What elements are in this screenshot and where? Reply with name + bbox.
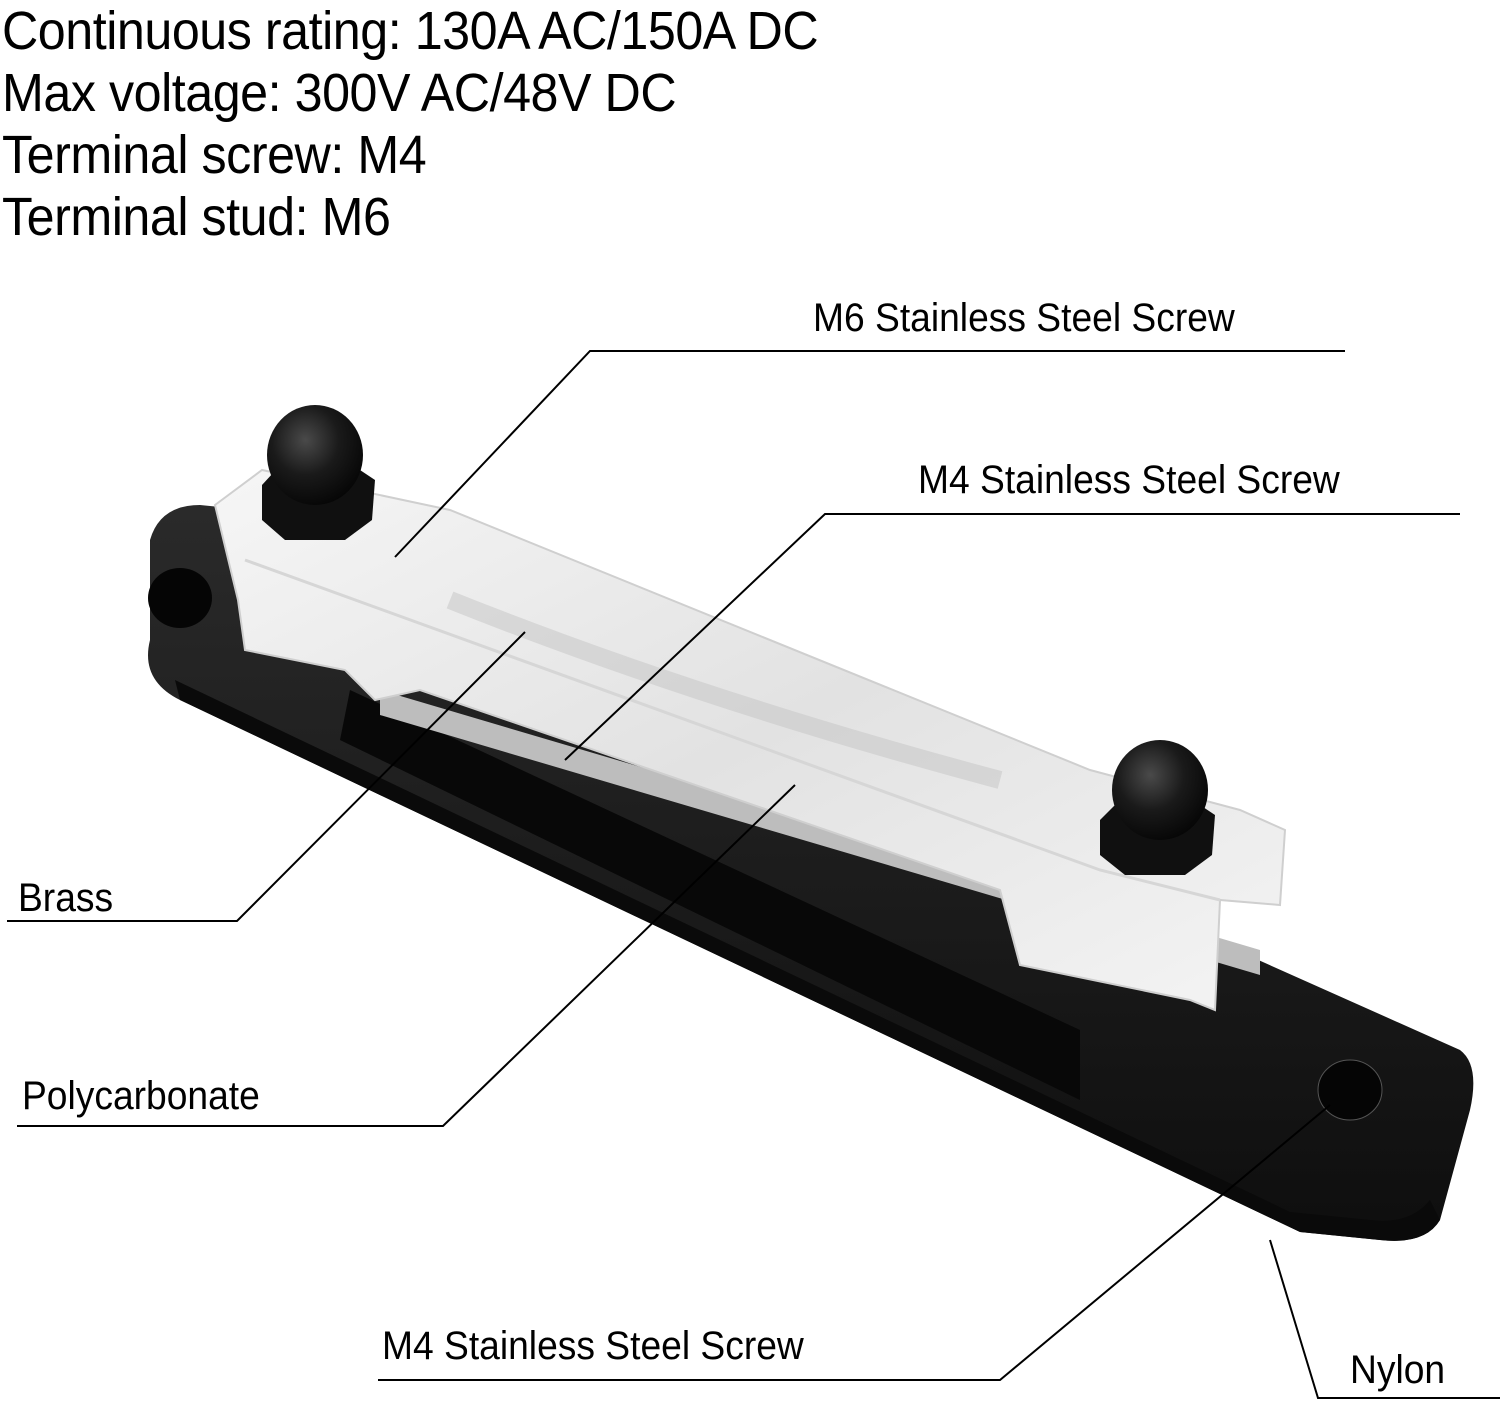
spec-max-voltage: Max voltage: 300V AC/48V DC <box>2 63 677 123</box>
callout-m4-screw-bottom: M4 Stainless Steel Screw <box>382 1324 804 1368</box>
callout-brass: Brass <box>18 876 114 920</box>
leader-m4-screw-bottom <box>378 1104 1331 1381</box>
leader-m6-screw <box>394 350 1345 558</box>
mount-hole-right <box>1317 1059 1383 1121</box>
polycarbonate-cover <box>213 468 1287 1012</box>
leader-polycarbonate <box>17 784 796 1127</box>
leader-lines <box>7 350 1500 1399</box>
spec-continuous-rating: Continuous rating: 130A AC/150A DC <box>2 1 819 61</box>
spec-terminal-stud: Terminal stud: M6 <box>2 187 391 247</box>
leader-nylon <box>1269 1239 1500 1399</box>
callout-m6-screw: M6 Stainless Steel Screw <box>813 296 1235 340</box>
specifications: Continuous rating: 130A AC/150A DC Max v… <box>2 0 880 248</box>
cap-nut-left <box>262 405 375 540</box>
cap-nut-right <box>1100 740 1215 875</box>
leader-m4-screw-top <box>564 513 1460 761</box>
callout-m4-screw-top: M4 Stainless Steel Screw <box>918 458 1340 502</box>
mount-hole-left <box>148 568 212 628</box>
callout-polycarbonate: Polycarbonate <box>22 1074 260 1118</box>
spec-terminal-screw: Terminal screw: M4 <box>2 125 427 185</box>
callout-nylon: Nylon <box>1350 1348 1446 1392</box>
leader-brass <box>7 631 526 922</box>
